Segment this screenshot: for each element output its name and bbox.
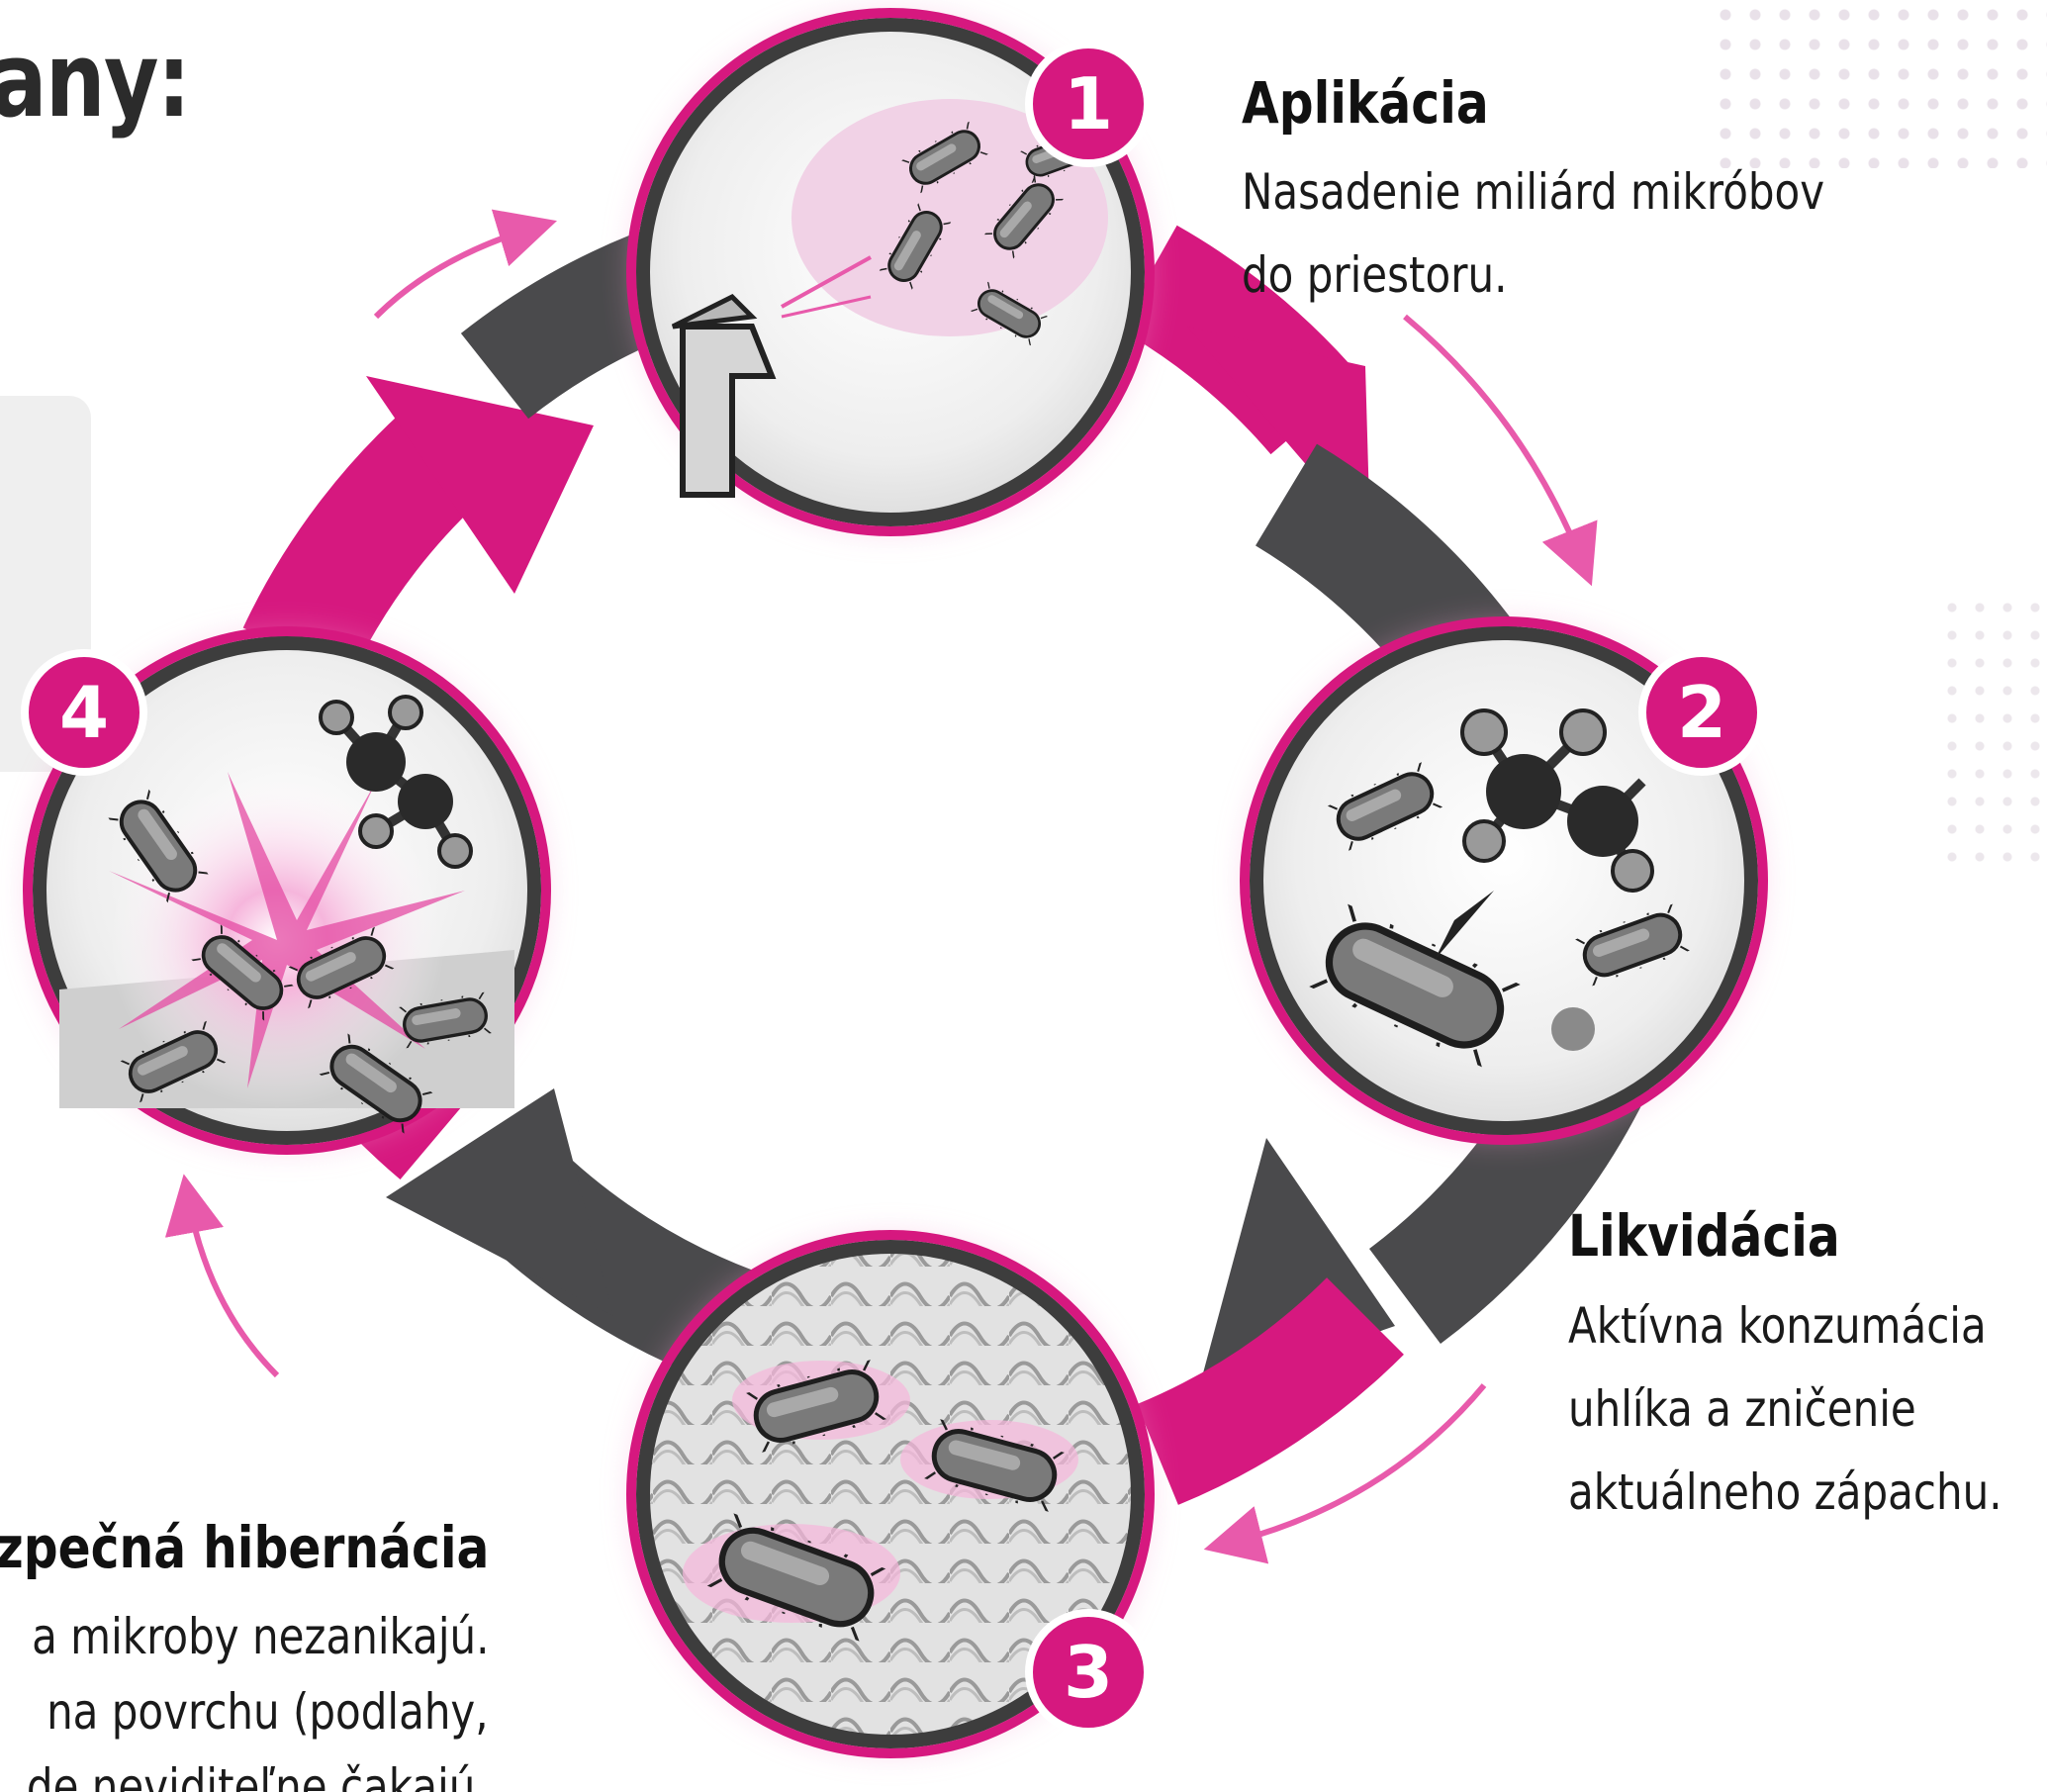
step-4-desc-line-3: de neviditeľne čakajú. [27,1745,489,1792]
guide-arrow-bottom-left [188,1197,277,1375]
step-4-circle: 4 [25,631,546,1150]
step-4-desc-line-1: a mikroby nezanikajú. [32,1595,489,1678]
step-2-circle: 2 [1245,621,1763,1140]
step-3-number: 3 [1064,1631,1113,1714]
step-1-number: 1 [1064,62,1113,145]
step-1-title: Aplikácia [1242,69,1489,137]
step-2-title: Likvidácia [1568,1202,1840,1270]
step-2-number: 2 [1677,671,1726,754]
step-2-desc-line-3: aktuálneho zápachu. [1568,1451,2002,1534]
page-heading: any: [0,20,189,141]
step-4-desc-line-2: na povrchu (podlahy, [47,1670,489,1753]
step-3-circle: 3 [631,1235,1150,1753]
arrow-segment-to-3-magenta [1158,1316,1365,1455]
step-2-desc-line-1: Aktívna konzumácia [1568,1284,1987,1368]
step-1-circle: 1 [631,13,1150,531]
step-1-desc-line-2: do priestoru. [1242,234,1507,317]
step-1-desc-line-1: Nasadenie miliárd mikróbov [1242,150,1824,234]
step-4-title: ezpečná hibernácia [0,1514,489,1581]
step-4-number: 4 [59,671,109,754]
step-2-desc-line-2: uhlíka a zničenie [1568,1368,1916,1451]
guide-arrow-top-right [1405,317,1583,564]
